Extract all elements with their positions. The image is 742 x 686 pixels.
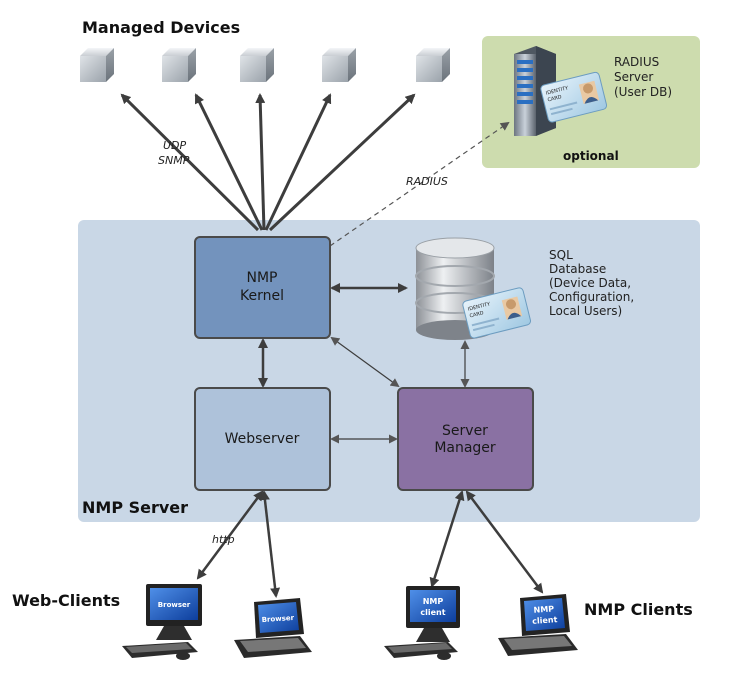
nmp-kernel-label-line2: Kernel xyxy=(240,288,284,304)
nmp-kernel-box xyxy=(194,236,331,339)
manager-client1-arrow xyxy=(429,490,465,588)
radius-label-line3: (User DB) xyxy=(614,85,672,99)
snmp-arrow xyxy=(255,93,266,231)
radius-link xyxy=(329,121,510,247)
radius-label-line2: Server xyxy=(614,70,653,84)
svg-text:CARD: CARD xyxy=(469,310,484,319)
radius-label-line1: RADIUS xyxy=(614,55,659,69)
optional-label: optional xyxy=(563,149,619,163)
udp-label: UDP xyxy=(163,139,187,152)
http-label: http xyxy=(212,533,235,546)
svg-text:client: client xyxy=(532,615,558,626)
svg-text:NMP: NMP xyxy=(533,604,554,614)
database-label-line5: Local Users) xyxy=(549,304,622,318)
managed-device-icon xyxy=(416,48,450,82)
database-label-line1: SQL xyxy=(549,248,573,262)
nmp-client-laptop-icon: NMP client xyxy=(498,594,578,656)
svg-text:IDENTITY: IDENTITY xyxy=(467,301,492,313)
database-label-line3: (Device Data, xyxy=(549,276,631,290)
server-manager-box xyxy=(397,387,534,491)
nmp-server-panel xyxy=(78,220,700,522)
svg-text:Browser: Browser xyxy=(158,601,191,609)
managed-device-icon xyxy=(80,48,114,82)
webserver-client1-arrow xyxy=(196,490,264,580)
snmp-arrows xyxy=(120,93,416,232)
managed-devices xyxy=(80,48,450,82)
kernel-manager-arrow xyxy=(330,336,400,388)
managed-device-icon xyxy=(322,48,356,82)
nmp-client-desktop-icon: NMP client xyxy=(384,586,460,660)
radius-link-label: RADIUS xyxy=(406,175,448,188)
snmp-arrow xyxy=(120,93,260,232)
managed-device-icon xyxy=(240,48,274,82)
manager-client2-arrow xyxy=(465,490,544,594)
server-manager-label-line2: Manager xyxy=(434,440,496,456)
svg-text:NMP: NMP xyxy=(423,597,444,606)
database-label-line2: Database xyxy=(549,262,606,276)
webserver-label: Webserver xyxy=(225,431,300,447)
snmp-label: SNMP xyxy=(158,154,190,167)
snmp-arrow xyxy=(268,93,416,232)
snmp-arrow xyxy=(264,93,332,231)
webserver-client2-arrow xyxy=(259,490,281,598)
nmp-clients-title: NMP Clients xyxy=(584,600,693,619)
nmp-server-title: NMP Server xyxy=(82,498,188,517)
svg-text:CARD: CARD xyxy=(547,94,562,103)
svg-text:client: client xyxy=(420,608,445,617)
snmp-arrow xyxy=(194,93,264,231)
managed-device-icon xyxy=(162,48,196,82)
svg-text:Browser: Browser xyxy=(261,614,294,624)
webserver-box xyxy=(194,387,331,491)
server-manager-label-line1: Server xyxy=(442,423,488,439)
radius-id-card-icon: IDENTITY CARD xyxy=(540,71,608,123)
database-id-card-icon: IDENTITY CARD xyxy=(462,287,532,339)
database-label-line4: Configuration, xyxy=(549,290,634,304)
nmp-kernel-label-line1: NMP xyxy=(247,270,278,286)
web-client-laptop-icon: Browser xyxy=(234,598,312,658)
web-clients-title: Web-Clients xyxy=(12,591,120,610)
svg-text:IDENTITY: IDENTITY xyxy=(545,85,570,97)
managed-devices-title: Managed Devices xyxy=(82,18,240,37)
web-client-desktop-icon: Browser xyxy=(122,584,202,660)
